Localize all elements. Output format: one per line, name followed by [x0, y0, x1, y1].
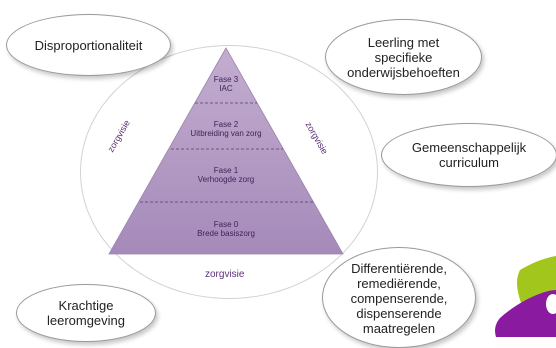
zorgvisie-bottom-label: zorgvisie	[205, 269, 245, 280]
phase-0-subtitle: Brede basiszorg	[197, 229, 255, 238]
phase-2-title: Fase 2	[213, 120, 239, 129]
phase-3-label: Fase 3 IAC	[196, 75, 256, 93]
phase-0-label: Fase 0 Brede basiszorg	[176, 220, 276, 238]
phase-3-title: Fase 3	[213, 75, 239, 84]
disproportionaliteit-oval: Disproportionaliteit	[6, 14, 171, 76]
purple-logo-shape	[495, 290, 556, 337]
leerling-oval: Leerling met specifieke onderwijsbehoeft…	[325, 19, 482, 95]
phase-0-title: Fase 0	[213, 220, 239, 229]
pyramid-triangle	[108, 47, 344, 255]
phase-1-subtitle: Verhoogde zorg	[197, 175, 255, 184]
zorg-pyramid	[108, 47, 344, 255]
leeromgeving-oval: Krachtige leeromgeving	[16, 284, 156, 342]
phase-1-label: Fase 1 Verhoogde zorg	[176, 166, 276, 184]
maatregelen-oval: Differentiërende, remediërende, compense…	[322, 247, 476, 348]
zorgvisie-circle	[80, 45, 378, 299]
phase-2-label: Fase 2 Uitbreiding van zorg	[176, 120, 276, 138]
phase-1-title: Fase 1	[213, 166, 239, 175]
decorative-logo-shape	[495, 256, 556, 337]
white-logo-shape	[546, 294, 556, 314]
phase-3-subtitle: IAC	[219, 84, 233, 93]
curriculum-oval: Gemeenschappelijk curriculum	[381, 123, 556, 187]
phase-2-subtitle: Uitbreiding van zorg	[190, 129, 262, 138]
